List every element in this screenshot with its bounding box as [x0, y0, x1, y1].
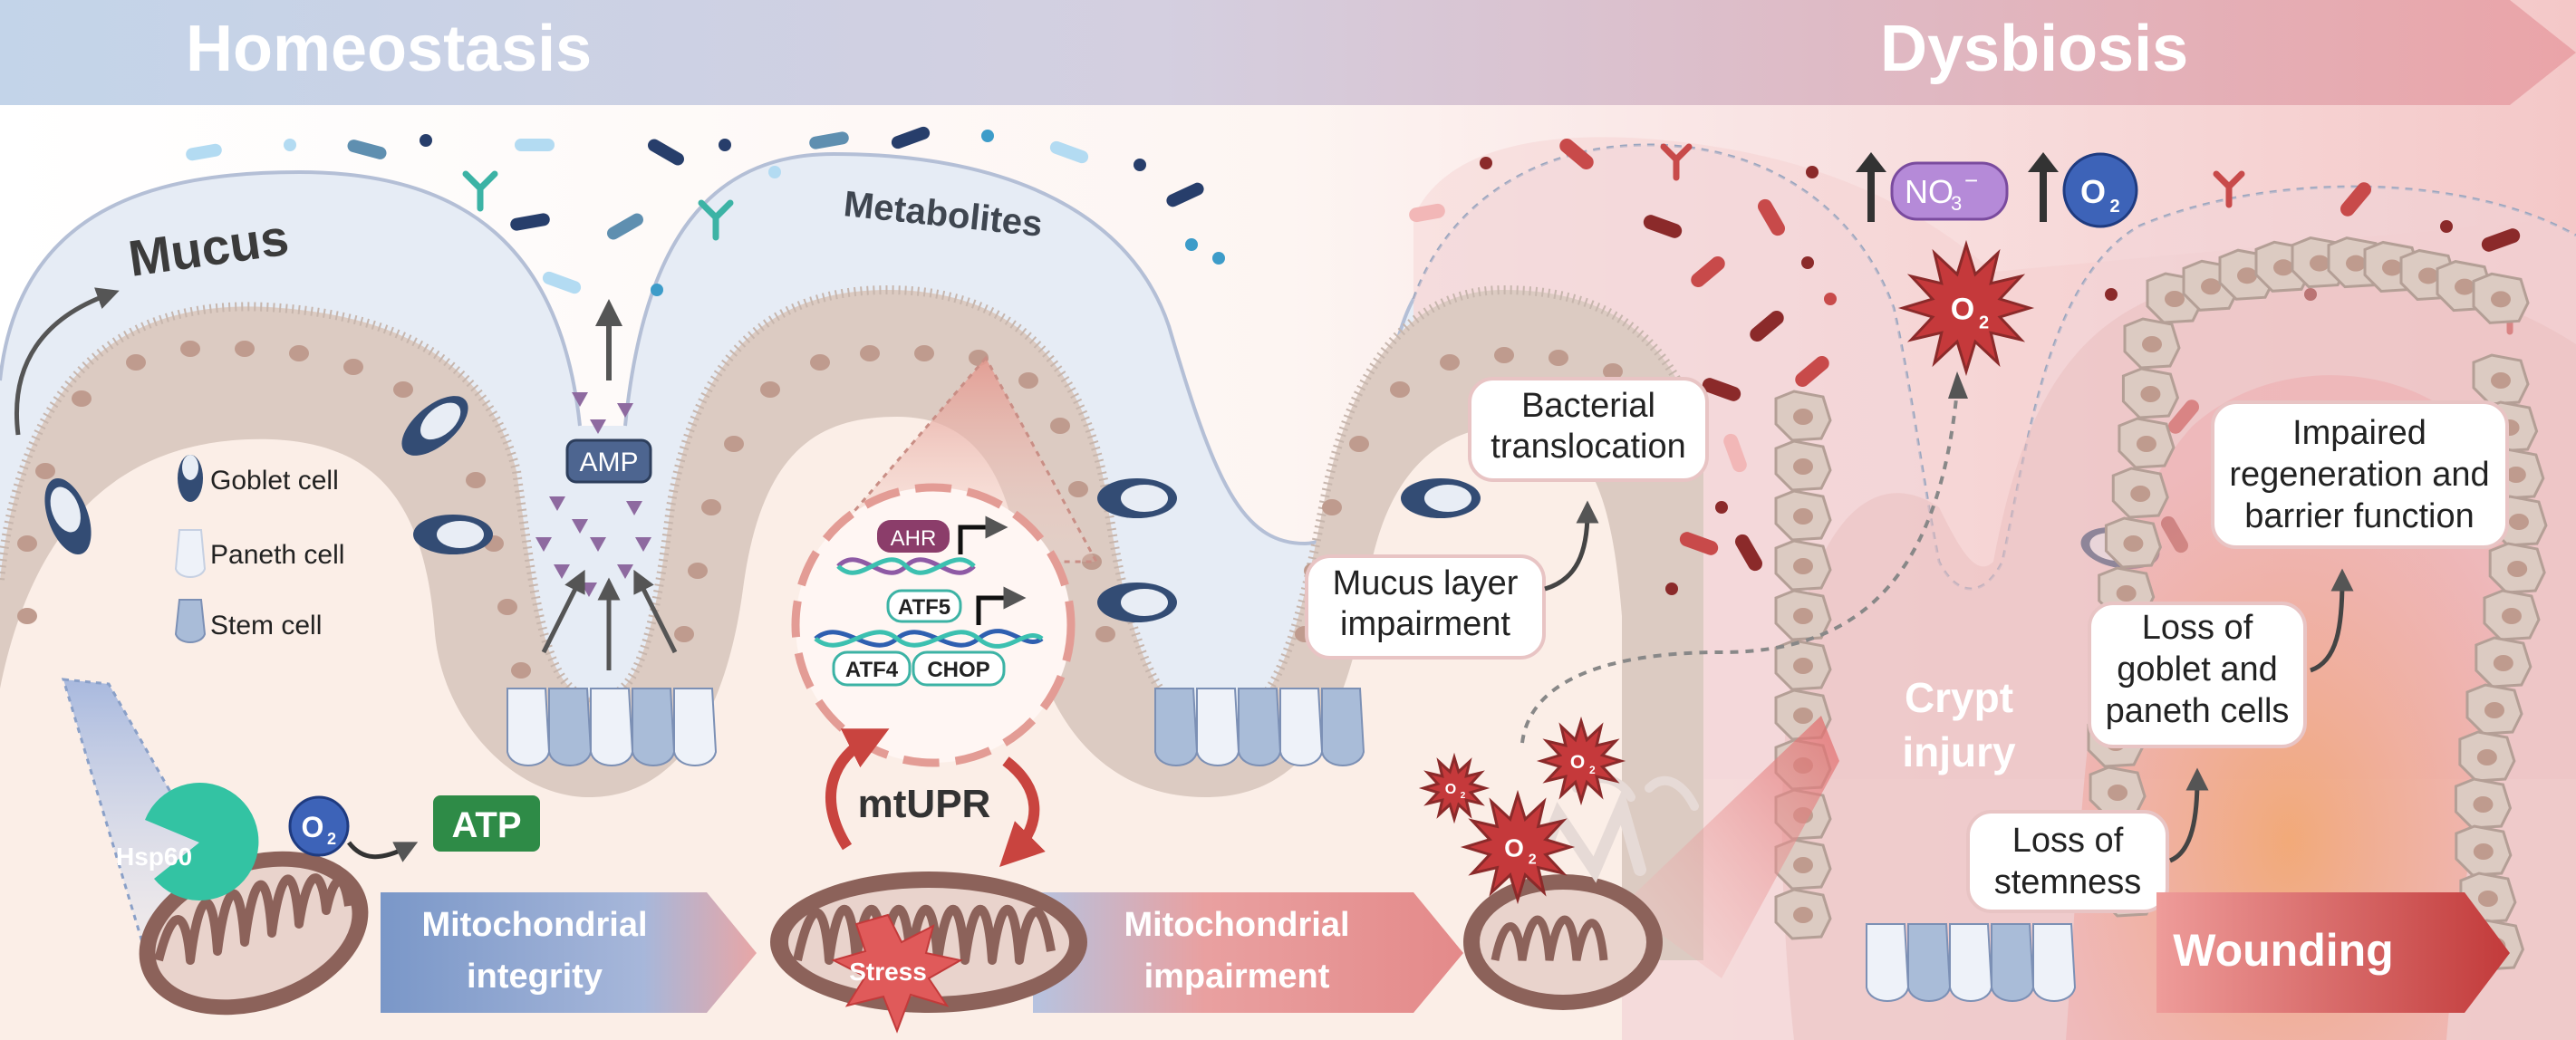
loss-stemness-line1: Loss of	[2012, 822, 2124, 860]
mitochondrial-integrity-arrow	[381, 892, 757, 1013]
nucleus-circle	[791, 483, 1076, 767]
o2-label: O	[302, 811, 324, 843]
o2-star-subscript: 2	[1461, 791, 1466, 801]
atf5-badge	[886, 589, 962, 623]
impairment-line1: Mitochondrial	[1124, 906, 1349, 944]
o2-star-subscript: 2	[1529, 852, 1537, 868]
mucus-arrow	[14, 287, 120, 436]
loss-stemness-line2: stemness	[1994, 863, 2142, 901]
dna-strands	[814, 557, 1044, 649]
bacterial-line1: Bacterial	[1521, 387, 1655, 425]
ahr-badge	[877, 520, 950, 553]
mtupr-label: mtUPR	[858, 782, 991, 826]
atf4-badge	[832, 650, 912, 687]
crypt-injury-line2: injury	[1902, 728, 2016, 775]
impaired-line1: Impaired	[2292, 414, 2426, 452]
loss-goblet-line2: goblet and	[2117, 650, 2278, 689]
stress-label: Stress	[849, 958, 927, 986]
damaged-mitochondrion	[1463, 774, 1699, 1010]
header-banner	[0, 0, 2576, 105]
o2-star-icon	[1897, 239, 2035, 377]
hsp60-icon	[145, 782, 259, 900]
amp-badge	[565, 438, 652, 484]
mitochondrial-impairment-arrow	[1033, 892, 1463, 1013]
no3-label: NO	[1905, 173, 1954, 210]
o2-indicator: O 2	[2028, 152, 2138, 228]
loss-goblet-box	[2088, 602, 2307, 748]
legend-stem-label: Stem cell	[210, 611, 322, 640]
stress-burst	[831, 913, 963, 1034]
o2-star-subscript: 2	[1979, 313, 1989, 332]
o2-star-label: O	[1445, 782, 1456, 797]
mucus-impairment-line1: Mucus layer	[1333, 564, 1519, 602]
impaired-line2: regeneration and	[2229, 456, 2489, 494]
homeostasis-title: Homeostasis	[186, 13, 592, 85]
ahr-label: AHR	[891, 526, 937, 551]
mucus-impairment-box	[1305, 554, 1546, 660]
goblet-legend-icon	[178, 455, 203, 502]
o2-star-label: O	[1570, 752, 1585, 773]
o2-up-label: O	[2080, 173, 2106, 210]
o2-star-subscript: 2	[1589, 764, 1596, 776]
amp-label: AMP	[579, 448, 638, 477]
no3-subscript: 3	[1951, 192, 1962, 215]
chop-label: CHOP	[927, 658, 989, 682]
legend-paneth-label: Paneth cell	[210, 540, 344, 570]
o2-circle-homeostasis	[288, 795, 350, 857]
o2-star-label: O	[1951, 293, 1974, 327]
mucus-impairment-line2: impairment	[1340, 605, 1510, 643]
o2-dashed-path	[1520, 389, 1959, 744]
wounding-label: Wounding	[2173, 925, 2393, 976]
impaired-line3: barrier function	[2244, 497, 2474, 535]
atp-badge	[433, 795, 540, 852]
integrity-line1: Mitochondrial	[421, 906, 647, 944]
impairment-line2: impairment	[1144, 958, 1330, 996]
atp-label: ATP	[451, 805, 521, 845]
impaired-regeneration-box	[2211, 400, 2509, 549]
mtupr-arrow-down	[999, 756, 1046, 867]
chop-badge	[912, 650, 1006, 687]
bacterial-translocation-box	[1468, 377, 1709, 482]
zoom-cone-dysbiosis	[1622, 716, 1839, 978]
hsp60-label: Hsp60	[116, 843, 192, 871]
mtupr-arrow-up	[825, 728, 890, 851]
bacterial-line2: translocation	[1491, 428, 1685, 466]
o2-star-icon	[1460, 789, 1576, 905]
dysbiosis-title: Dysbiosis	[1880, 13, 2188, 85]
wounding-arrow	[2156, 892, 2510, 1013]
loss-goblet-line1: Loss of	[2142, 609, 2253, 647]
no3-indicator: NO 3 −	[1856, 152, 2009, 222]
o2-up-subscript: 2	[2109, 197, 2119, 217]
loss-stemness-box	[1966, 810, 2169, 913]
o2-star-icon	[1536, 716, 1626, 806]
o2-subscript: 2	[327, 830, 336, 848]
integrity-line2: integrity	[467, 958, 603, 996]
paneth-legend-icon	[174, 529, 207, 578]
legend-goblet-label: Goblet cell	[210, 466, 339, 496]
atf4-label: ATF4	[845, 658, 899, 682]
crypt-injury-line1: Crypt	[1905, 674, 2013, 721]
o2-star-icon	[1418, 752, 1491, 824]
o2-star-label: O	[1504, 833, 1524, 862]
legend: Goblet cell Paneth cell Stem cell	[174, 455, 344, 643]
no3-superscript: −	[1964, 167, 1978, 194]
stem-legend-icon	[174, 599, 207, 643]
loss-goblet-line3: paneth cells	[2106, 692, 2290, 730]
atf5-label: ATF5	[898, 595, 950, 620]
